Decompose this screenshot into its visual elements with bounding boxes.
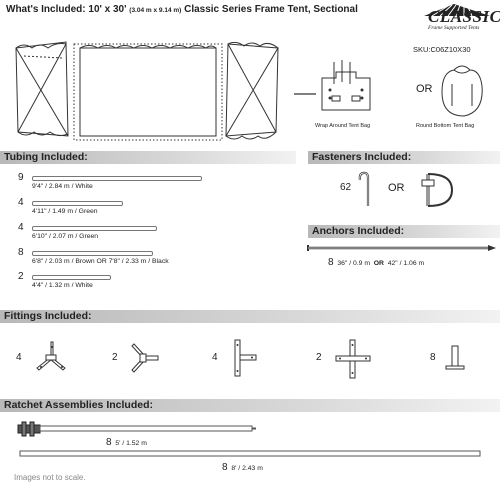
fitting-qty: 8 [430, 352, 436, 363]
hook-pin-icon [358, 171, 370, 206]
cross-fitting-icon [335, 339, 371, 379]
tube-label: 4'11" / 1.49 m / Green [32, 208, 98, 215]
tube-bar [32, 251, 153, 256]
title-metric: (3.04 m x 9.14 m) [129, 7, 182, 14]
anchor-or-label: OR [373, 260, 384, 267]
tube-qty: 8 [18, 247, 24, 258]
ratchet-label: 8' / 2.43 m [231, 465, 263, 472]
tube-label: 6'8" / 2.03 m / Brown OR 7'8" / 2.33 m /… [32, 258, 169, 265]
tent-end-section-right [225, 41, 279, 140]
anchor-qty: 8 [328, 257, 334, 268]
tube-qty: 2 [18, 271, 24, 282]
ratchet-strap-long-icon [19, 450, 481, 457]
tube-bar [32, 201, 123, 206]
stake-anchor-icon [307, 245, 496, 251]
title-rest: Classic Series Frame Tent, Sectional [184, 4, 358, 15]
tube-bar [32, 226, 157, 231]
tube-qty: 4 [18, 222, 24, 233]
tube-label: 6'10" / 2.07 m / Green [32, 233, 99, 240]
tube-bar [32, 176, 202, 181]
sku-label: SKU:C06Z10X30 [413, 45, 471, 54]
tube-qty: 4 [18, 197, 24, 208]
anchor-label-b: 42" / 1.06 m [387, 260, 425, 267]
ratchet-assembly-short-icon [17, 421, 256, 437]
lynch-pin-icon [421, 173, 454, 207]
fitting-qty: 4 [212, 352, 218, 363]
fittings-heading: Fittings Included: [4, 310, 92, 322]
tube-label: 9'4" / 2.84 m / White [32, 183, 93, 190]
wrap-bag-label: Wrap Around Tent Bag [315, 123, 371, 129]
ratchet-qty: 8 [222, 462, 228, 473]
fittings-section-header: Fittings Included: [0, 310, 500, 323]
anchor-label-a: 36" / 0.9 m [337, 260, 370, 267]
anchor-label-row: 8 36" / 0.9 m OR 42" / 1.06 m [328, 257, 424, 268]
logo-tagline: Frame Supported Tents [428, 25, 480, 31]
round-bottom-tent-bag-icon [441, 65, 483, 117]
classic-logo: CLASSIC Frame Supported Tents [410, 3, 500, 33]
tube-bar [32, 275, 111, 280]
ratchets-heading: Ratchet Assemblies Included: [4, 399, 153, 411]
bag-or-label: OR [416, 83, 433, 95]
tent-middle-section [73, 43, 223, 141]
tubing-heading: Tubing Included: [4, 151, 88, 163]
fasteners-heading: Fasteners Included: [312, 151, 412, 163]
fasteners-section-header: Fasteners Included: [308, 151, 500, 164]
tent-sections-illustration [15, 41, 279, 141]
not-to-scale-note: Images not to scale. [14, 473, 86, 482]
tent-end-section-left [15, 41, 69, 137]
fitting-qty: 2 [316, 352, 322, 363]
three-way-fitting-icon [131, 343, 159, 373]
four-way-angled-fitting-icon [36, 341, 66, 371]
ratchet-qty: 8 [106, 437, 112, 448]
tent-roof-logo-icon [424, 4, 490, 17]
anchors-section-header: Anchors Included: [308, 225, 500, 238]
ratchet-label: 5' / 1.52 m [115, 440, 147, 447]
ratchets-section-header: Ratchet Assemblies Included: [0, 399, 500, 412]
title-main: What's Included: 10' x 30' [6, 4, 127, 15]
fastener-or-label: OR [388, 182, 405, 194]
fitting-qty: 2 [112, 352, 118, 363]
fastener-qty: 62 [340, 182, 352, 193]
t-fitting-icon [234, 339, 257, 377]
wrap-around-tent-bag-icon [294, 60, 371, 111]
tube-qty: 9 [18, 172, 24, 183]
round-bag-label: Round Bottom Tent Bag [416, 123, 475, 129]
ratchet-short-label-row: 8 5' / 1.52 m [106, 437, 147, 448]
tubing-section-header: Tubing Included: [0, 151, 296, 164]
anchors-heading: Anchors Included: [312, 225, 405, 237]
page-title: What's Included: 10' x 30' (3.04 m x 9.1… [6, 4, 358, 15]
ratchet-long-label-row: 8 8' / 2.43 m [222, 462, 263, 473]
foot-plate-icon [445, 345, 465, 370]
tube-label: 4'4" / 1.32 m / White [32, 282, 93, 289]
logo-name: CLASSIC [428, 7, 500, 26]
fitting-qty: 4 [16, 352, 22, 363]
